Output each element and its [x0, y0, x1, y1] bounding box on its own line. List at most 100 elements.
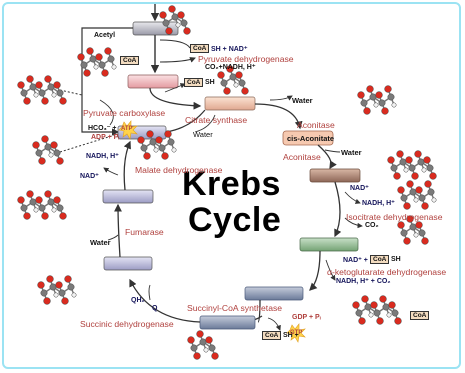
- carbon-atom: [149, 138, 157, 146]
- gdp-pi-label: GDP + Pᵢ: [292, 314, 321, 321]
- oxygen-atom: [159, 11, 167, 19]
- carbon-atom: [364, 303, 372, 311]
- carbon-atom: [426, 164, 434, 172]
- q-label: Q: [152, 305, 158, 312]
- hydrogen-atom: [51, 207, 57, 213]
- carbon-atom: [47, 83, 55, 91]
- oxygen-atom: [394, 317, 402, 325]
- carbon-atom: [67, 283, 75, 291]
- akg-to-succinylcoa: [309, 250, 321, 291]
- cis-aconitate-box: [282, 130, 334, 146]
- enzyme-malate-dehydrogenase: Malate dehydrogenase: [135, 165, 223, 175]
- enzyme-succinyl-coa-synthetase: Succinyl-CoA synthetase: [187, 303, 283, 313]
- acetyl-to-citrate-arrow: [149, 87, 202, 110]
- oxygen-atom: [415, 221, 423, 229]
- oxygen-atom: [38, 157, 46, 165]
- cisaconitate-to-isocitrate: [317, 144, 337, 170]
- oxygen-atom: [86, 47, 94, 55]
- oxygen-atom: [35, 81, 43, 89]
- isocitrate-to-akg: [334, 181, 342, 238]
- oxygen-atom: [217, 71, 225, 79]
- oxygen-atom: [381, 107, 389, 115]
- oxygen-atom: [161, 152, 169, 160]
- oxygen-atom: [17, 196, 25, 204]
- succinyl-gtp-arrow: [267, 317, 281, 331]
- carbon-atom: [199, 338, 207, 346]
- oxygen-atom: [376, 317, 384, 325]
- isocitrate-co2: CO₂: [365, 222, 379, 229]
- hydrogen-atom: [403, 167, 409, 173]
- oxygen-atom: [168, 5, 176, 13]
- oxygen-atom: [56, 157, 64, 165]
- carbon-atom: [44, 143, 52, 151]
- acetyl-coa-box: [127, 74, 179, 89]
- title-line-1: Krebs: [182, 165, 281, 203]
- hco3-label: HCO₃⁻ +: [88, 125, 117, 132]
- hydrogen-atom: [386, 312, 392, 318]
- oxygen-atom: [59, 97, 67, 105]
- oxygen-atom: [183, 27, 191, 35]
- carbon-atom: [162, 19, 170, 27]
- carbon-atom: [409, 223, 417, 231]
- carbon-atom: [387, 93, 395, 101]
- hydrogen-atom: [413, 197, 419, 203]
- carbon-atom: [58, 289, 66, 297]
- carbon-atom: [417, 158, 425, 166]
- isocitrate-nadh: NADH, H⁺: [362, 200, 395, 207]
- oxygen-atom: [41, 212, 49, 220]
- oxygen-atom: [211, 352, 219, 360]
- oxygen-atom: [17, 81, 25, 89]
- oxygen-atom: [95, 53, 103, 61]
- oxygen-atom: [406, 215, 414, 223]
- isocitrate-nadh-arrow: [344, 191, 361, 204]
- acetyl-label: Acetyl: [94, 32, 116, 39]
- oxygen-atom: [193, 352, 201, 360]
- oxygen-atom: [196, 330, 204, 338]
- hydrogen-atom: [373, 102, 379, 108]
- hydrogen-atom: [431, 197, 437, 203]
- carbon-atom: [180, 19, 188, 27]
- oxygen-atom: [358, 317, 366, 325]
- carbon-atom: [378, 99, 386, 107]
- alpha-ketoglutarate-box: [299, 237, 359, 252]
- title-line-2: Cycle: [188, 201, 282, 239]
- hydrogen-atom: [33, 92, 39, 98]
- coa-release-arrow: [164, 83, 186, 93]
- oxygen-atom: [44, 190, 52, 198]
- oxygen-atom: [415, 186, 423, 194]
- cis-aconitate-label: cis-Aconitate: [287, 134, 335, 143]
- enzyme-succinic-dehydrogenase: Succinic dehydrogenase: [80, 319, 174, 329]
- hydrogen-atom: [203, 347, 209, 353]
- succinate-box: [199, 315, 256, 330]
- hydrogen-atom: [71, 292, 77, 298]
- oxygen-atom: [32, 141, 40, 149]
- adp-pi-label: ADP + Pᵢ: [91, 134, 120, 141]
- hydrogen-atom: [51, 92, 57, 98]
- oxygen-atom: [143, 152, 151, 160]
- hydrogen-atom: [111, 64, 117, 70]
- citrate-water-arrow: [194, 114, 216, 133]
- carbon-atom: [373, 309, 381, 317]
- carbon-atom: [167, 138, 175, 146]
- hydrogen-atom: [391, 102, 397, 108]
- oxygen-atom: [104, 47, 112, 55]
- oxygen-atom: [64, 275, 72, 283]
- oxygen-atom: [384, 85, 392, 93]
- carbon-atom: [140, 144, 148, 152]
- enzyme-citrate-synthase: Citrate synthase: [185, 115, 248, 125]
- oxygen-atom: [352, 301, 360, 309]
- carbon-atom: [220, 79, 228, 87]
- carbon-atom: [158, 144, 166, 152]
- carbon-atom: [355, 309, 363, 317]
- aconitase-water-in: [324, 149, 341, 153]
- carbon-atom: [418, 229, 426, 237]
- carbon-atom: [56, 204, 64, 212]
- malate-nad: NAD⁺: [80, 173, 99, 180]
- oxygen-atom: [165, 27, 173, 35]
- carbon-atom: [98, 61, 106, 69]
- aconitase-water-out: [269, 95, 293, 101]
- malate-box: [102, 189, 154, 204]
- water-aconitase-top-label: Water: [292, 96, 313, 105]
- oxygen-atom: [26, 75, 34, 83]
- coa-badge-pdh: CoA: [190, 44, 210, 53]
